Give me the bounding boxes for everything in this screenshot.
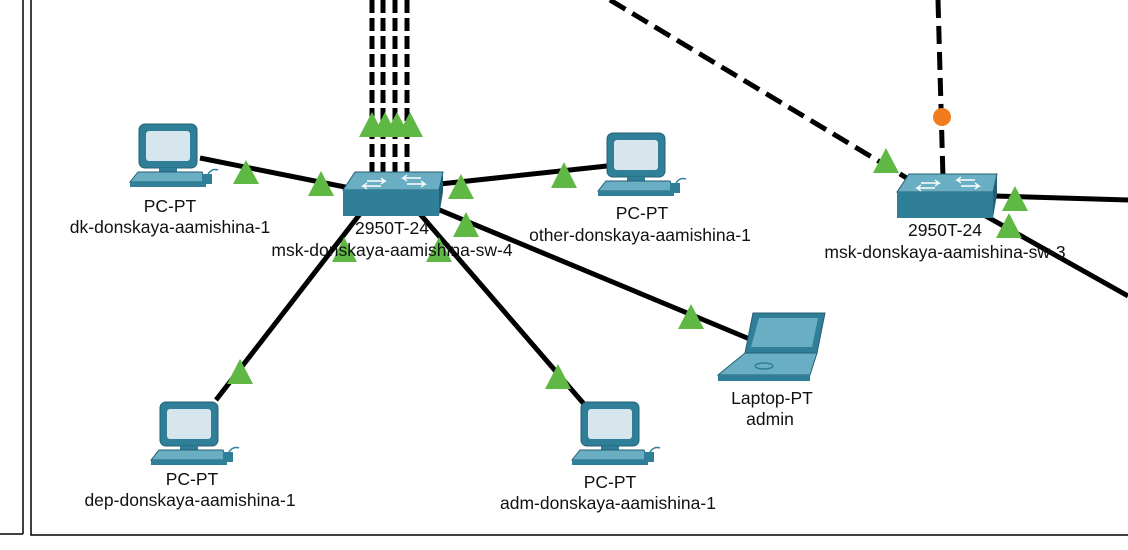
link-sw4-laptop-admin[interactable] (429, 203, 753, 343)
triangle-icon (996, 213, 1022, 238)
sw3-name-label: msk-donskaya-aamishina-sw-3 (824, 242, 1065, 262)
triangle-icon (308, 171, 334, 196)
triangle-icon (545, 364, 571, 389)
pc-other-name-label: other-donskaya-aamishina-1 (529, 225, 751, 245)
triangle-icon (426, 237, 452, 262)
triangle-icon (1002, 186, 1028, 211)
pc-other-model-label: PC-PT (616, 203, 669, 223)
pc-dk-model-label: PC-PT (144, 196, 197, 216)
link-sw3-right-2[interactable] (973, 207, 1128, 299)
laptop-icon (716, 312, 826, 381)
triangle-icon (448, 174, 474, 199)
triangle-icon (453, 212, 479, 237)
pc-adm-name-label: adm-donskaya-aamishina-1 (500, 493, 716, 513)
triangle-icon (227, 359, 253, 384)
devices-layer (128, 123, 998, 465)
switch-device-sw3[interactable] (896, 173, 998, 218)
workspace-frame (30, 0, 1128, 536)
pc-icon (570, 401, 661, 465)
pc-device-pc-dk[interactable] (128, 123, 219, 187)
pc-icon (128, 123, 219, 187)
triangle-icon (233, 160, 259, 184)
triangle-icon (551, 162, 577, 188)
laptop-model-label: Laptop-PT (731, 388, 813, 408)
sw3-uplink-dashed-diagonal[interactable] (608, 0, 912, 183)
pc-dk-name-label: dk-donskaya-aamishina-1 (70, 217, 270, 237)
laptop-name-label: admin (746, 409, 794, 429)
pc-device-pc-adm[interactable] (570, 401, 661, 465)
link-markers-layer (227, 108, 1028, 389)
circle-icon (933, 108, 951, 126)
sw4-name-label: msk-donskaya-aamishina-sw-4 (271, 240, 512, 260)
laptop-device-lap-admin[interactable] (716, 312, 826, 381)
pc-adm-model-label: PC-PT (584, 472, 637, 492)
pc-device-pc-other[interactable] (596, 132, 687, 196)
switch-device-sw4[interactable] (342, 171, 444, 216)
triangle-icon (678, 304, 704, 329)
sw3-uplink-dashed-vertical[interactable] (935, 0, 946, 179)
pc-dep-name-label: dep-donskaya-aamishina-1 (84, 490, 295, 510)
pc-icon (596, 132, 687, 196)
switch-icon (896, 173, 998, 218)
switch-icon (342, 171, 444, 216)
link-sw4-pc-other[interactable] (439, 163, 608, 187)
triangle-icon (397, 112, 423, 137)
links-layer (199, 0, 1128, 406)
sw3-model-label: 2950T-24 (908, 220, 982, 240)
pc-dep-model-label: PC-PT (166, 469, 219, 489)
pc-device-pc-dep[interactable] (149, 401, 240, 465)
triangle-icon (873, 148, 899, 173)
pc-icon (149, 401, 240, 465)
link-sw4-pc-dk[interactable] (199, 155, 361, 193)
triangle-icon (332, 237, 357, 262)
sw4-model-label: 2950T-24 (355, 218, 429, 238)
labels-layer: PC-PT dk-donskaya-aamishina-1 PC-PT othe… (70, 196, 1066, 513)
